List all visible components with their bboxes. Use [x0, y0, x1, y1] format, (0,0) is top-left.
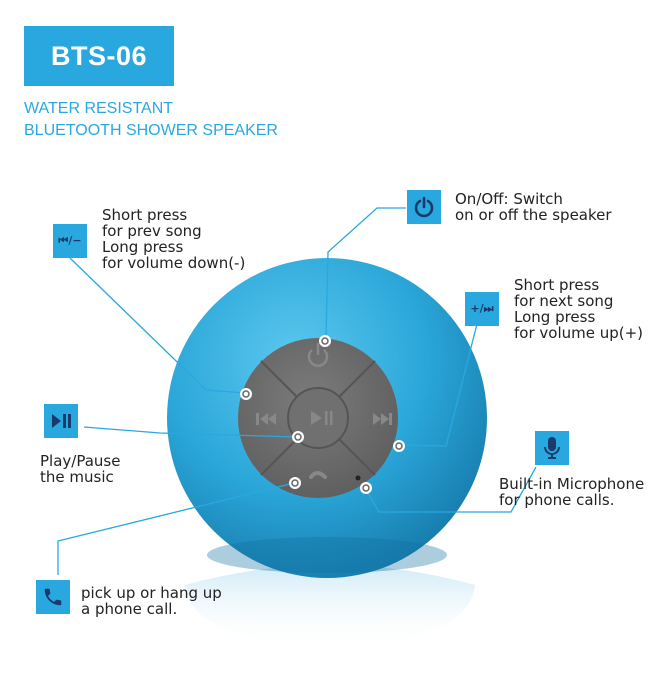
play-label: Play/Pause the music	[40, 453, 120, 485]
marker-play	[292, 431, 304, 443]
play-label-line-2: the music	[40, 468, 114, 486]
microphone-icon	[535, 431, 569, 465]
marker-mic	[360, 482, 372, 494]
marker-next	[393, 440, 405, 452]
model-name: BTS-06	[50, 40, 148, 71]
marker-power	[319, 335, 331, 347]
phone-icon	[36, 580, 70, 614]
prev-label-line-1: Short press	[102, 206, 188, 224]
phone-label: pick up or hang up a phone call.	[81, 585, 222, 617]
marker-phone	[289, 477, 301, 489]
mic-label-line-1: Built-in Microphone	[499, 475, 645, 493]
prev-label-line-2: for prev song	[102, 222, 202, 240]
power-label-line-2: on or off the speaker	[455, 206, 612, 224]
play-pause-icon	[44, 404, 78, 438]
target-markers	[240, 335, 405, 494]
phone-label-line-1: pick up or hang up	[81, 584, 222, 602]
prev-icon-glyph: ⏮/−	[58, 234, 82, 247]
prev-label: Short press for prev song Long press for…	[102, 207, 245, 271]
next-label-line-1: Short press	[514, 276, 600, 294]
product-subtitle: WATER RESISTANT BLUETOOTH SHOWER SPEAKER	[24, 98, 278, 142]
prev-volume-down-icon: ⏮/−	[53, 224, 87, 258]
subtitle-line-2: BLUETOOTH SHOWER SPEAKER	[24, 122, 278, 139]
next-label-line-2: for next song	[514, 292, 614, 310]
next-volume-up-icon: +/⏭	[465, 292, 499, 326]
phone-label-line-2: a phone call.	[81, 600, 178, 618]
connector-lines	[57, 207, 537, 575]
play-label-line-1: Play/Pause	[40, 452, 121, 470]
prev-label-line-3: Long press	[102, 238, 184, 256]
next-label: Short press for next song Long press for…	[514, 277, 643, 341]
marker-prev	[240, 388, 252, 400]
control-pad	[238, 338, 398, 498]
next-label-line-4: for volume up(+)	[514, 324, 644, 342]
next-label-line-3: Long press	[514, 308, 596, 326]
mic-label: Built-in Microphone for phone calls.	[499, 476, 644, 508]
prev-label-line-4: for volume down(-)	[102, 254, 246, 272]
mic-label-line-2: for phone calls.	[499, 491, 615, 509]
model-badge: BTS-06	[24, 26, 174, 86]
subtitle-line-1: WATER RESISTANT	[24, 100, 174, 117]
power-icon	[407, 190, 441, 224]
next-icon-glyph: +/⏭	[470, 302, 494, 315]
speaker-reflection	[185, 565, 475, 650]
power-label-line-1: On/Off: Switch	[455, 190, 563, 208]
power-label: On/Off: Switch on or off the speaker	[455, 191, 612, 223]
